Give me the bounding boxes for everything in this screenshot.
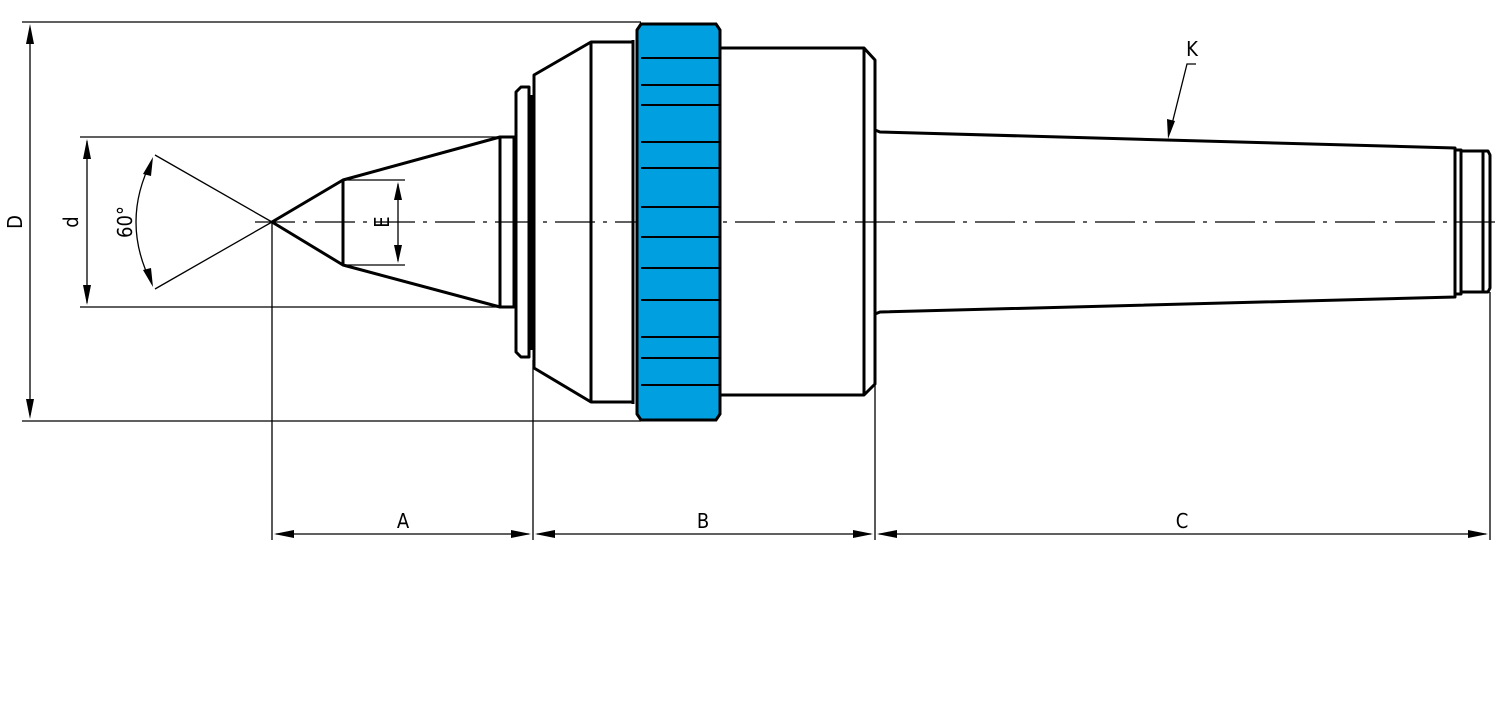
knurled-ring bbox=[631, 22, 722, 422]
extension-lines bbox=[22, 21, 1491, 540]
dimension-b: B bbox=[535, 509, 873, 538]
label-angle: 60° bbox=[113, 206, 137, 238]
label-k: K bbox=[1186, 37, 1199, 61]
dimension-angle: 60° bbox=[113, 157, 153, 287]
cone-tip bbox=[270, 135, 516, 309]
label-d-overall: D bbox=[3, 215, 27, 229]
taper-shank bbox=[874, 128, 1492, 316]
label-d-cone: d bbox=[59, 216, 83, 227]
leader-k: K bbox=[1167, 37, 1199, 139]
flange bbox=[514, 85, 533, 359]
label-e: E bbox=[370, 216, 394, 227]
dimension-a: A bbox=[274, 509, 531, 538]
label-a: A bbox=[397, 509, 410, 533]
label-b: B bbox=[697, 509, 709, 533]
dimension-e: E bbox=[370, 182, 402, 263]
main-body bbox=[720, 46, 877, 397]
dimension-d-cone: d bbox=[59, 139, 91, 305]
dimension-c: C bbox=[877, 509, 1488, 538]
label-c: C bbox=[1176, 509, 1189, 533]
dimension-d-overall: D bbox=[3, 24, 34, 419]
